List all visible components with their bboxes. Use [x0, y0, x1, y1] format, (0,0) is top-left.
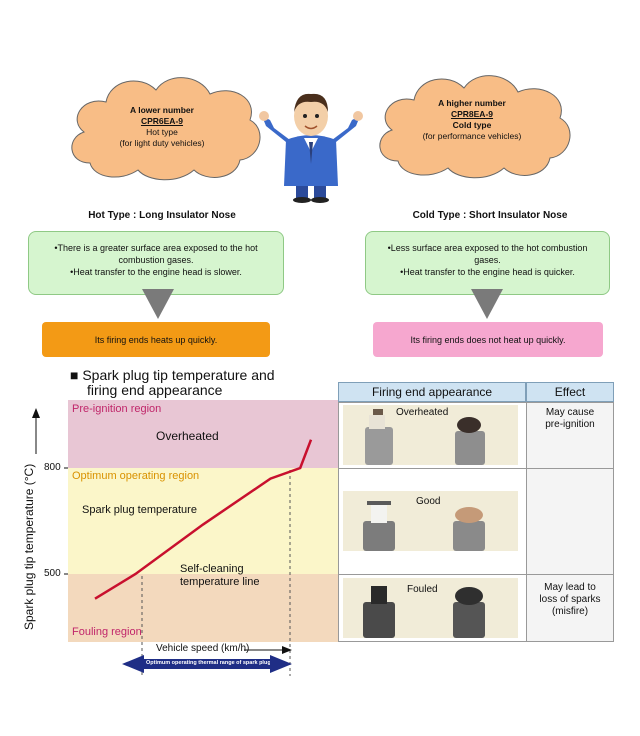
x-axis-arrowhead-icon: [282, 646, 292, 654]
effect-overheated: May cause pre-ignition: [545, 407, 595, 430]
fouled-plug-image: [343, 578, 518, 638]
table-row-divider-2: [338, 574, 614, 575]
x-axis-label: Vehicle speed (km/h): [156, 643, 250, 654]
cold-type-description: •Less surface area exposed to the hot co…: [365, 231, 610, 295]
overheated-label: Overheated: [156, 429, 219, 443]
spark-plug-temperature-curve: [94, 439, 313, 600]
optimum-label: Optimum operating region: [72, 470, 200, 482]
fouled-image-label: Fouled: [407, 584, 438, 595]
hot-type-title: Hot Type : Long Insulator Nose: [88, 210, 236, 221]
cold-down-arrow-icon: [471, 289, 503, 319]
overheated-plug-image: [343, 405, 518, 465]
col-effect-header: Effect: [526, 382, 614, 402]
cold-result-box: Its firing ends does not heat up quickly…: [373, 322, 603, 357]
fouling-label: Fouling region: [72, 626, 142, 638]
table-row-divider-1: [338, 468, 614, 469]
right-cloud-text: A higher number CPR8EA-9 Cold type (for …: [422, 98, 522, 141]
pre-ignition-label: Pre-ignition region: [72, 403, 162, 415]
good-image-label: Good: [416, 496, 441, 507]
overheated-image-label: Overheated: [396, 407, 449, 418]
fouling-region: [68, 574, 338, 642]
y-tick-500: 500: [44, 568, 61, 579]
pre-ignition-region: [68, 400, 338, 468]
effect-column-bg: [527, 403, 613, 641]
good-plug-image: [343, 491, 518, 551]
optimum-range-label: Optimum operating thermal range of spark…: [146, 660, 270, 666]
col-firing-end-header: Firing end appearance: [338, 382, 526, 402]
section-title-line1: ■ Spark plug tip temperature and: [70, 367, 275, 383]
section-title-line2: firing end appearance: [87, 382, 223, 398]
cold-type-title: Cold Type : Short Insulator Nose: [412, 210, 568, 221]
hot-result-box: Its firing ends heats up quickly.: [42, 322, 270, 357]
hot-type-description: •There is a greater surface area exposed…: [28, 231, 284, 295]
y-axis-arrowhead-icon: [32, 408, 40, 418]
y-tick-800: 800: [44, 462, 61, 473]
right-cloud: [379, 75, 571, 179]
hot-down-arrow-icon: [142, 289, 174, 319]
y-axis-label: Spark plug tip temperature (°C): [22, 463, 36, 630]
self-cleaning-label: Self-cleaning temperature line: [180, 563, 260, 588]
table-column-divider: [526, 402, 527, 642]
spark-temp-label: Spark plug temperature: [82, 504, 197, 516]
optimum-region: [68, 468, 338, 574]
mascot-illustration: [259, 93, 363, 203]
left-cloud-text: A lower number CPR6EA-9 Hot type (for li…: [119, 105, 205, 148]
effect-fouled: May lead to loss of sparks (misfire): [539, 582, 601, 617]
left-cloud: [71, 77, 261, 181]
optimum-range-double-arrow-icon: [122, 655, 292, 673]
